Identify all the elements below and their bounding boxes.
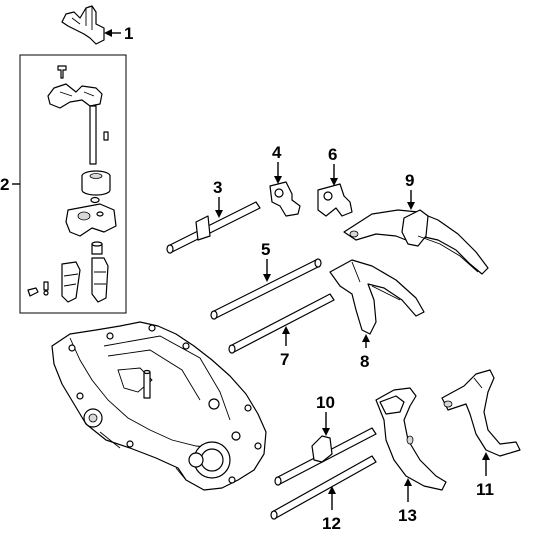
callout-12: 12 [322,514,341,533]
part-2-assembly [27,65,117,303]
part-4-shift-block [269,181,301,217]
callout-8: 8 [360,352,369,371]
part-9-shift-fork [343,209,489,275]
part-3-shift-rod [166,201,261,254]
callout-4: 4 [272,143,282,162]
callout-13: 13 [398,506,417,525]
part-12-shift-rod [270,455,377,520]
callout-labels: 1 2 3 4 5 6 7 8 9 10 11 12 13 [0,24,494,533]
callout-5: 5 [261,240,270,259]
callout-9: 9 [405,171,414,190]
part-8-shift-fork [329,259,425,335]
part-11-shift-fork [441,369,521,457]
leader-lines [12,29,490,510]
part-10-shift-rod [274,427,377,486]
callout-7: 7 [280,350,289,369]
callout-6: 6 [328,145,337,164]
transmission-case [51,321,267,491]
part-13-shift-fork [375,387,447,491]
callout-10: 10 [316,393,335,412]
part-7-shift-rod [228,293,335,354]
callout-2: 2 [0,175,9,194]
callout-11: 11 [476,480,494,499]
part-6-shift-block [317,183,353,217]
callout-3: 3 [213,178,222,197]
part-1-shift-lever [61,5,105,45]
callout-1: 1 [124,24,133,43]
part-5-shift-rod [210,258,322,320]
